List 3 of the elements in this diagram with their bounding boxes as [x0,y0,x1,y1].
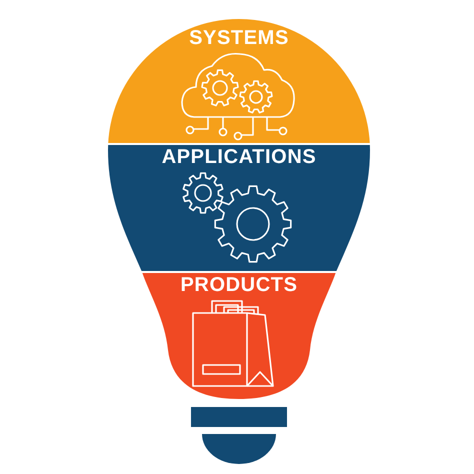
section-heading: APPLICATIONS [162,147,316,168]
section-heading: SYSTEMS [189,28,289,49]
section-heading: PRODUCTS [180,275,298,296]
